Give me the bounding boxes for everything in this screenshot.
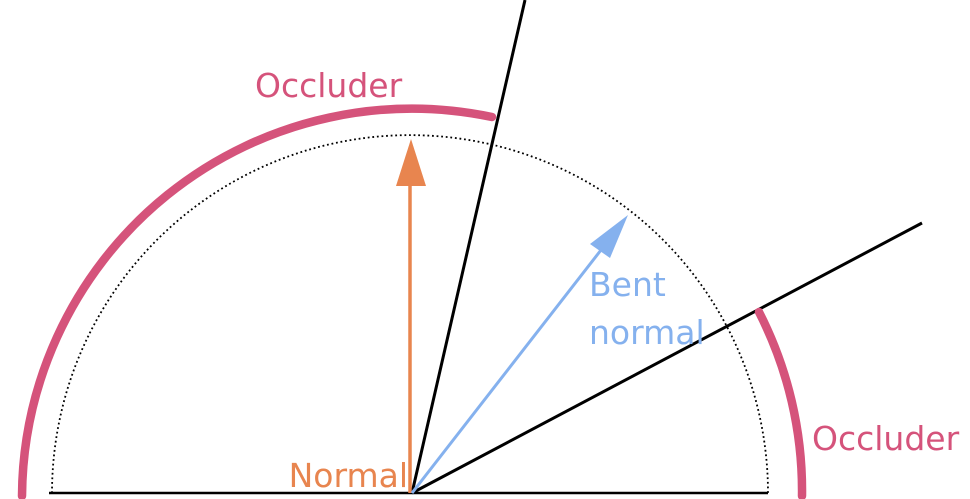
occluder-arc-right <box>754 307 807 499</box>
normal-arrowhead-icon <box>396 139 426 186</box>
bent-normal-arrowhead-icon <box>590 215 628 258</box>
cone-boundary-line-right <box>411 221 923 495</box>
occluder-arc-left <box>17 104 497 499</box>
normal-label: Normal <box>289 456 408 495</box>
bent-normal-label-line1: Bent <box>589 265 666 304</box>
hemisphere-dotted-arc <box>51 134 769 494</box>
bent-normal-arrow-shaft <box>410 249 603 494</box>
bent-normal-label: Bent normal <box>589 265 705 352</box>
occluder-label-top: Occluder <box>255 66 403 105</box>
occluder-label-right: Occluder <box>812 419 960 458</box>
bent-normal-label-line2: normal <box>589 313 705 352</box>
cone-boundary-line-left <box>410 0 527 494</box>
